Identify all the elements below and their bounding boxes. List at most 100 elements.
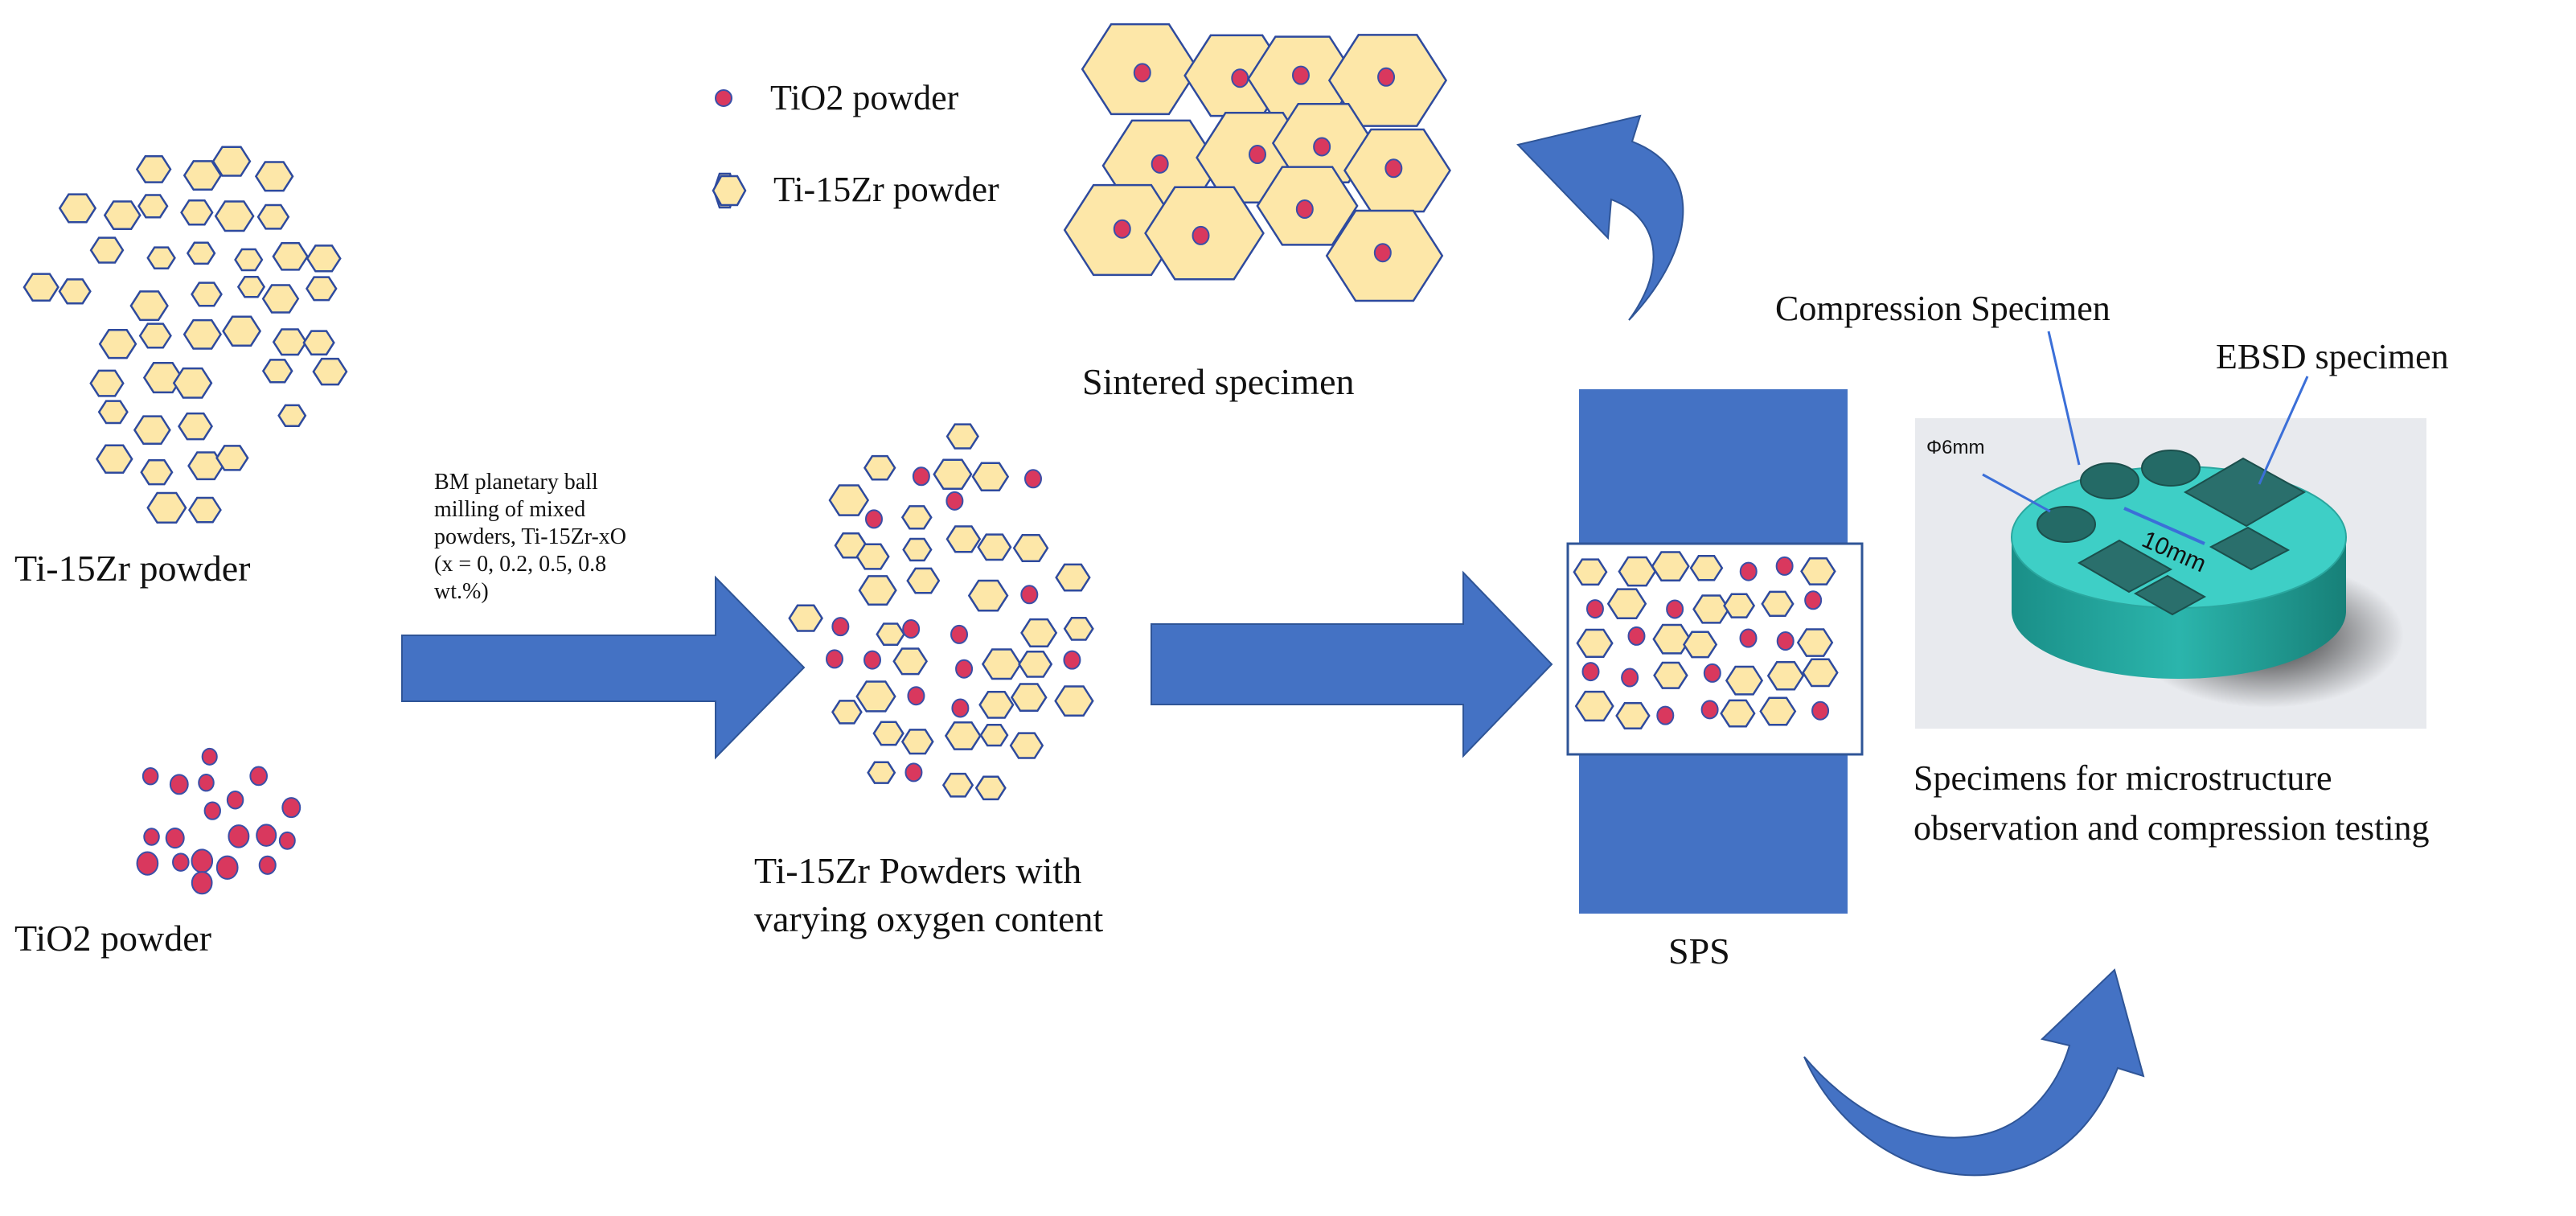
round-particle-icon: [945, 491, 964, 511]
ball-milling-line4: (x = 0, 0.2, 0.5, 0.8: [434, 552, 606, 577]
hexagon-particle-icon: [1606, 588, 1647, 620]
dimension-line: [2123, 507, 2205, 545]
ball-milling-note: BM planetary ball milling of mixed powde…: [434, 470, 626, 604]
hexagon-particle-icon: [129, 290, 169, 322]
hexagon-particle-icon: [146, 246, 176, 270]
hexagon-particle-icon: [945, 423, 979, 450]
hexagon-particle-icon: [1723, 593, 1756, 618]
hexagon-particle-icon: [215, 445, 249, 471]
round-particle-icon: [172, 852, 190, 872]
hexagon-particle-icon: [96, 444, 133, 474]
round-particle-icon: [143, 828, 160, 846]
round-particle-icon: [1700, 700, 1719, 720]
hexagon-particle-icon: [312, 357, 348, 386]
ball-milling-line5: wt.%): [434, 579, 489, 604]
hexagon-particle-icon: [272, 242, 309, 271]
hexagon-particle-icon: [906, 567, 941, 594]
round-particle-icon: [1585, 599, 1604, 619]
compression-specimen-label: Compression Specimen: [1775, 289, 2110, 328]
hexagon-particle-icon: [863, 454, 896, 481]
round-particle-icon: [169, 774, 189, 795]
round-particle-icon: [1656, 705, 1675, 725]
hexagon-particle-icon: [58, 193, 97, 224]
round-particle-icon: [1384, 158, 1403, 179]
ebsd-pocket-large: [2183, 457, 2307, 528]
hexagon-particle-icon: [828, 484, 870, 516]
hexagon-particle-icon: [1689, 554, 1724, 581]
hexagon-particle-icon: [892, 647, 928, 676]
hexagon-particle-icon: [277, 404, 307, 427]
round-particle-icon: [249, 766, 269, 787]
round-particle-icon: [1811, 700, 1830, 721]
hexagon-particle-icon: [1683, 631, 1718, 659]
hexagon-particle-icon: [1010, 683, 1048, 713]
round-particle-icon: [228, 824, 250, 848]
hexagon-particle-icon: [872, 721, 904, 746]
round-particle-icon: [1248, 145, 1266, 165]
hexagon-particle-icon: [178, 412, 213, 441]
ebsd-pocket-left: [2077, 539, 2173, 594]
hexagon-particle-icon: [254, 161, 294, 192]
legend: TiO2 powder Ti-15Zr powder: [712, 78, 999, 209]
hexagon-particle-icon: [1720, 699, 1756, 728]
round-particle-icon: [1231, 68, 1249, 88]
hexagon-particle-icon: [103, 200, 142, 230]
round-particle-icon: [912, 466, 930, 487]
sintered-specimen-cluster: [1063, 23, 1451, 302]
round-particle-icon: [1373, 243, 1392, 263]
sps-powder-cluster: [1573, 551, 1839, 729]
hexagon-particle-icon: [876, 622, 905, 646]
hexagon-particle-icon: [1653, 661, 1688, 689]
hexagon-particle-icon: [183, 160, 223, 191]
hexagon-particle-icon: [979, 723, 1009, 747]
hexagon-particle-icon: [89, 369, 125, 397]
hexagon-particle-icon: [900, 505, 933, 530]
round-particle-icon: [142, 766, 159, 786]
ball-milling-line1: BM planetary ball: [434, 470, 598, 495]
hexagon-particle-icon: [138, 322, 172, 349]
hexagon-particle-icon: [1761, 590, 1795, 618]
curved-arrow-to-sintered-icon: [1516, 114, 1684, 321]
round-particle-icon: [226, 791, 244, 810]
round-particle-icon: [863, 650, 881, 670]
diameter-dimension-label: Φ6mm: [1926, 437, 1984, 458]
hexagon-particle-icon: [142, 362, 183, 394]
hexagon-particle-icon: [186, 241, 216, 265]
ebsd-leader-line: [2258, 376, 2309, 485]
hexagon-particle-icon: [98, 329, 137, 359]
compression-leader-line: [2047, 331, 2081, 466]
hexagon-particle-icon: [855, 543, 890, 570]
sps-label: SPS: [1668, 930, 1730, 972]
hexagon-particle-icon: [1800, 557, 1836, 585]
hexagon-particle-icon: [58, 278, 92, 305]
round-particle-icon: [1313, 137, 1331, 157]
milled-powder-cluster: [788, 423, 1094, 801]
round-particle-icon: [136, 851, 159, 876]
hexagon-particle-icon: [971, 462, 1010, 492]
hexagon-particle-icon: [1573, 558, 1608, 586]
round-particle-icon: [955, 659, 974, 679]
hexagon-particle-icon: [180, 199, 214, 226]
round-particle-icon: [201, 747, 218, 766]
round-particle-icon: [950, 624, 969, 644]
hexagon-particle-icon: [974, 775, 1007, 801]
round-particle-icon: [1739, 561, 1758, 581]
hexagon-particle-icon: [1576, 628, 1614, 658]
hexagon-particle-icon: [236, 275, 266, 298]
hexagon-particle-icon: [23, 273, 59, 302]
hexagon-particle-icon: [234, 248, 264, 272]
hexagon-particle-icon: [858, 575, 897, 606]
hexagon-particle-icon: [1018, 651, 1053, 678]
ebsd-pocket-mid: [2133, 574, 2207, 616]
hexagon-particle-icon: [256, 203, 290, 230]
hexagon-particle-icon: [183, 318, 222, 350]
round-particle-icon: [258, 855, 277, 875]
round-particle-icon: [1151, 154, 1169, 174]
hexagon-particle-icon: [1054, 685, 1094, 717]
round-particle-icon: [215, 855, 239, 880]
hexagon-particle-icon: [1725, 665, 1764, 696]
hexagon-particle-icon: [261, 284, 300, 314]
hexagon-particle-icon: [146, 491, 187, 524]
compression-hole-3: [2141, 450, 2201, 487]
round-particle-icon: [1775, 556, 1794, 576]
